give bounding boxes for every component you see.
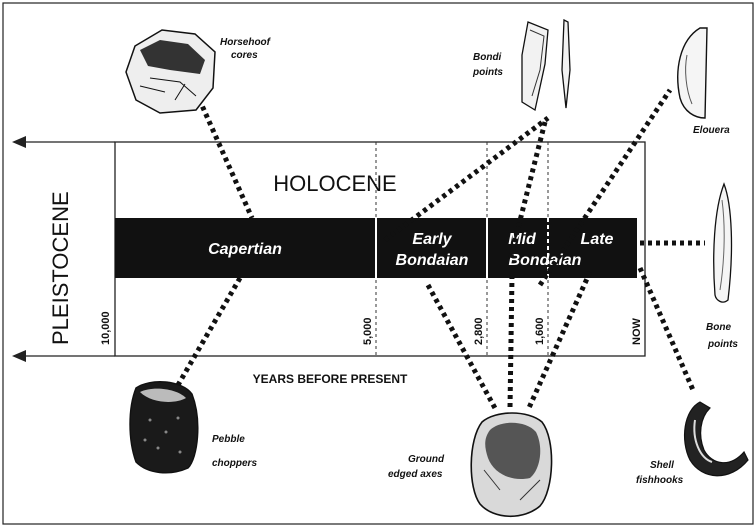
tick-now: NOW	[631, 318, 643, 346]
label-bondi: Bondi	[473, 52, 502, 63]
label-shell-2: fishhooks	[636, 475, 684, 486]
label-ground: Ground	[408, 454, 445, 465]
label-horsehoof-2: cores	[231, 50, 258, 61]
period-label-capertian: Capertian	[208, 241, 282, 258]
label-bondi-2: points	[472, 67, 503, 78]
pleistocene-label: PLEISTOCENE	[48, 191, 73, 345]
label-bone-2: points	[707, 339, 738, 350]
holocene-label: HOLOCENE	[273, 171, 396, 196]
period-label-late: Late	[581, 231, 614, 248]
ground-axe-icon	[471, 413, 551, 516]
label-shell: Shell	[650, 460, 674, 471]
period-label-early-2: Bondaian	[396, 252, 469, 269]
label-pebble-2: choppers	[212, 458, 257, 469]
pebble-chopper-icon	[130, 382, 198, 473]
period-label-mid-2: Bondaian	[509, 252, 582, 269]
period-label-early: Early	[412, 231, 452, 248]
label-bone: Bone	[706, 322, 731, 333]
label-horsehoof: Horsehoof	[220, 37, 272, 48]
label-elouera: Elouera	[693, 125, 730, 136]
tick-2800: 2,800	[473, 317, 485, 345]
connector-ground-2	[510, 275, 512, 408]
label-ground-2: edged axes	[388, 469, 443, 480]
tick-10000: 10,000	[100, 311, 112, 345]
axis-title: YEARS BEFORE PRESENT	[253, 372, 408, 386]
period-label-mid: Mid	[508, 231, 537, 248]
label-pebble: Pebble	[212, 434, 245, 445]
tick-1600: 1,600	[534, 317, 546, 345]
tick-5000: 5,000	[362, 317, 374, 345]
